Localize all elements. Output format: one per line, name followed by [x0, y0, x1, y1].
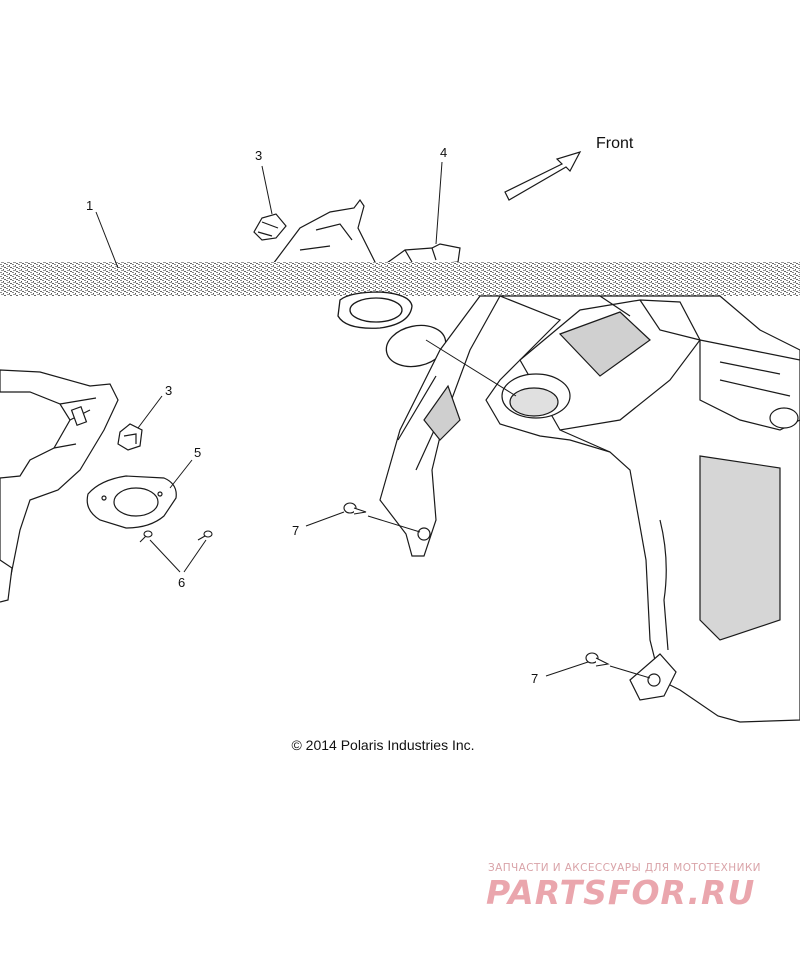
callout-5: 5: [194, 445, 201, 460]
callout-6: 6: [178, 575, 185, 590]
callout-7-bottom: 7: [531, 671, 538, 686]
front-arrow-icon: [504, 151, 582, 201]
main-panel-part: [379, 295, 800, 723]
callout-3-mid: 3: [165, 383, 172, 398]
left-console-panel: [0, 369, 119, 603]
watermark-logo: PARTSFOR.RU: [486, 873, 756, 912]
leader-lines: [95, 161, 651, 679]
push-rivet-bottom: [585, 652, 610, 667]
screw-pair-part: [139, 530, 213, 543]
grommet-part: [337, 291, 413, 329]
callout-3-top: 3: [255, 148, 262, 163]
scan-noise-band: [0, 262, 800, 296]
callout-7-mid: 7: [292, 523, 299, 538]
callout-4: 4: [440, 145, 447, 160]
push-rivet-mid: [343, 502, 367, 515]
o-ring-part: [385, 324, 447, 368]
watermark-tagline: ЗАПЧАСТИ И АКСЕССУАРЫ ДЛЯ МОТОТЕХНИКИ: [488, 862, 761, 874]
copyright-notice: © 2014 Polaris Industries Inc.: [291, 737, 475, 753]
upper-housing-part: [268, 198, 379, 269]
clip-part-middle: [117, 423, 143, 451]
cover-plate-part: [86, 475, 177, 529]
callout-1: 1: [86, 198, 93, 213]
front-label: Front: [596, 135, 634, 152]
clip-part-upper: [253, 213, 287, 241]
